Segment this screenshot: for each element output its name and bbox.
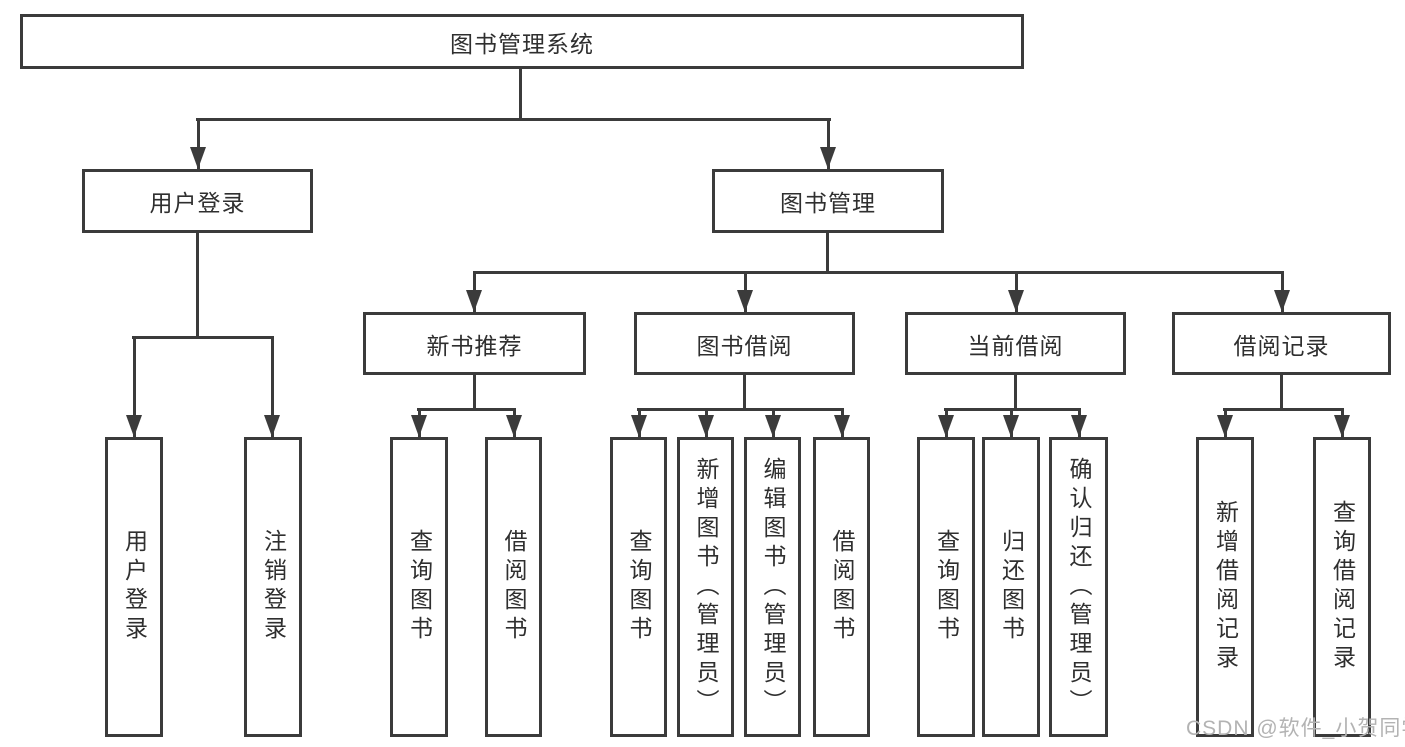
node-current-borrowing: 当前借阅 — [905, 312, 1126, 375]
node-label: 用户登录 — [121, 529, 148, 645]
node-library-management-system: 图书管理系统 — [20, 14, 1024, 69]
node-label: 图书借阅 — [696, 332, 793, 359]
node-label: 查询图书 — [933, 529, 960, 645]
connector-line — [473, 375, 476, 408]
node-label: 查询图书 — [406, 529, 433, 645]
node-label: 查询借阅记录 — [1329, 500, 1356, 674]
node-label: 当前借阅 — [967, 332, 1064, 359]
arrow-down-connector — [938, 408, 954, 437]
node-add-borrow-record: 新增借阅记录 — [1196, 437, 1254, 737]
node-logout: 注销登录 — [244, 437, 302, 737]
connector-line — [417, 408, 516, 411]
arrow-down-connector — [1071, 408, 1087, 437]
node-label: 确认归还（管理员） — [1066, 456, 1092, 718]
connector-line — [826, 233, 829, 271]
node-label: 新增借阅记录 — [1212, 500, 1239, 674]
node-return-books: 归还图书 — [982, 437, 1040, 737]
connector-line — [196, 118, 831, 121]
arrow-down-connector — [506, 408, 522, 437]
node-query-books-borrowing: 查询图书 — [610, 437, 667, 737]
node-label: 图书管理 — [780, 190, 876, 216]
node-new-book-recommendation: 新书推荐 — [363, 312, 586, 375]
connector-line — [1280, 375, 1283, 408]
arrow-down-connector — [1217, 408, 1233, 437]
arrow-down-connector — [737, 271, 753, 312]
node-query-borrow-record: 查询借阅记录 — [1313, 437, 1371, 737]
node-edit-books-admin: 编辑图书（管理员） — [744, 437, 801, 737]
arrow-down-connector — [765, 408, 781, 437]
node-confirm-return-admin: 确认归还（管理员） — [1049, 437, 1108, 737]
connector-line — [743, 375, 746, 408]
arrow-down-connector — [631, 408, 647, 437]
node-borrow-books-recommend: 借阅图书 — [485, 437, 542, 737]
arrow-down-connector — [1008, 271, 1024, 312]
connector-line — [132, 336, 274, 339]
arrow-down-connector — [1003, 408, 1019, 437]
node-borrowing-records: 借阅记录 — [1172, 312, 1391, 375]
node-label: 新书推荐 — [426, 332, 523, 359]
arrow-down-connector — [264, 336, 280, 437]
arrow-down-connector — [466, 271, 482, 312]
node-user-login-group: 用户登录 — [82, 169, 313, 233]
node-label: 注销登录 — [260, 529, 287, 645]
watermark: CSDN @软件_小贺同学 — [1186, 717, 1405, 740]
arrow-down-connector — [1274, 271, 1290, 312]
connector-line — [519, 69, 522, 118]
arrow-down-connector — [411, 408, 427, 437]
connector-line — [1014, 375, 1017, 408]
arrow-down-connector — [190, 118, 206, 169]
node-label: 借阅图书 — [501, 529, 527, 645]
arrow-down-connector — [126, 336, 142, 437]
node-label: 编辑图书（管理员） — [760, 456, 786, 718]
node-book-borrowing: 图书借阅 — [634, 312, 855, 375]
node-label: 图书管理系统 — [450, 30, 594, 57]
node-label: 查询图书 — [626, 529, 652, 645]
node-query-books-current: 查询图书 — [917, 437, 975, 737]
connector-line — [1223, 408, 1344, 411]
connector-line — [473, 271, 1283, 274]
arrow-down-connector — [698, 408, 714, 437]
connector-line — [196, 233, 199, 336]
node-label: 借阅记录 — [1233, 332, 1330, 359]
node-label: 新增图书（管理员） — [693, 456, 719, 718]
node-book-management: 图书管理 — [712, 169, 944, 233]
arrow-down-connector — [820, 118, 836, 169]
node-query-books-recommend: 查询图书 — [390, 437, 448, 737]
node-label: 归还图书 — [998, 529, 1025, 645]
arrow-down-connector — [834, 408, 850, 437]
node-add-books-admin: 新增图书（管理员） — [677, 437, 734, 737]
node-borrow-books-borrowing: 借阅图书 — [813, 437, 870, 737]
node-user-login: 用户登录 — [105, 437, 163, 737]
node-label: 用户登录 — [149, 190, 246, 216]
connector-line — [637, 408, 843, 411]
node-label: 借阅图书 — [829, 529, 855, 645]
arrow-down-connector — [1334, 408, 1350, 437]
